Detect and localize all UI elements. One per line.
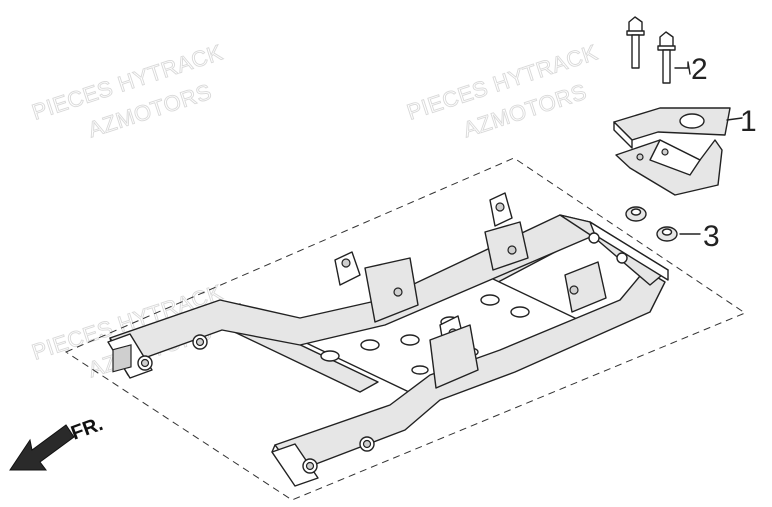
flange-bolts [626, 16, 676, 84]
assembly-boundary [64, 157, 747, 501]
callout-1: 1 [740, 105, 757, 138]
callout-2: 2 [691, 53, 708, 86]
engine-mount-bracket [613, 107, 731, 196]
watermark-top-right: PIECES HYTRACK AZMOTORS [403, 39, 601, 143]
front-direction-label: FR. [68, 413, 106, 445]
watermark-top-left: PIECES HYTRACK AZMOTORS [28, 39, 226, 143]
callout-3: 3 [703, 220, 720, 253]
front-direction-arrow [9, 424, 75, 471]
leader-line-1 [726, 117, 743, 121]
subframe [107, 192, 669, 487]
flange-nuts [625, 206, 678, 242]
leader-line-2 [674, 61, 691, 75]
